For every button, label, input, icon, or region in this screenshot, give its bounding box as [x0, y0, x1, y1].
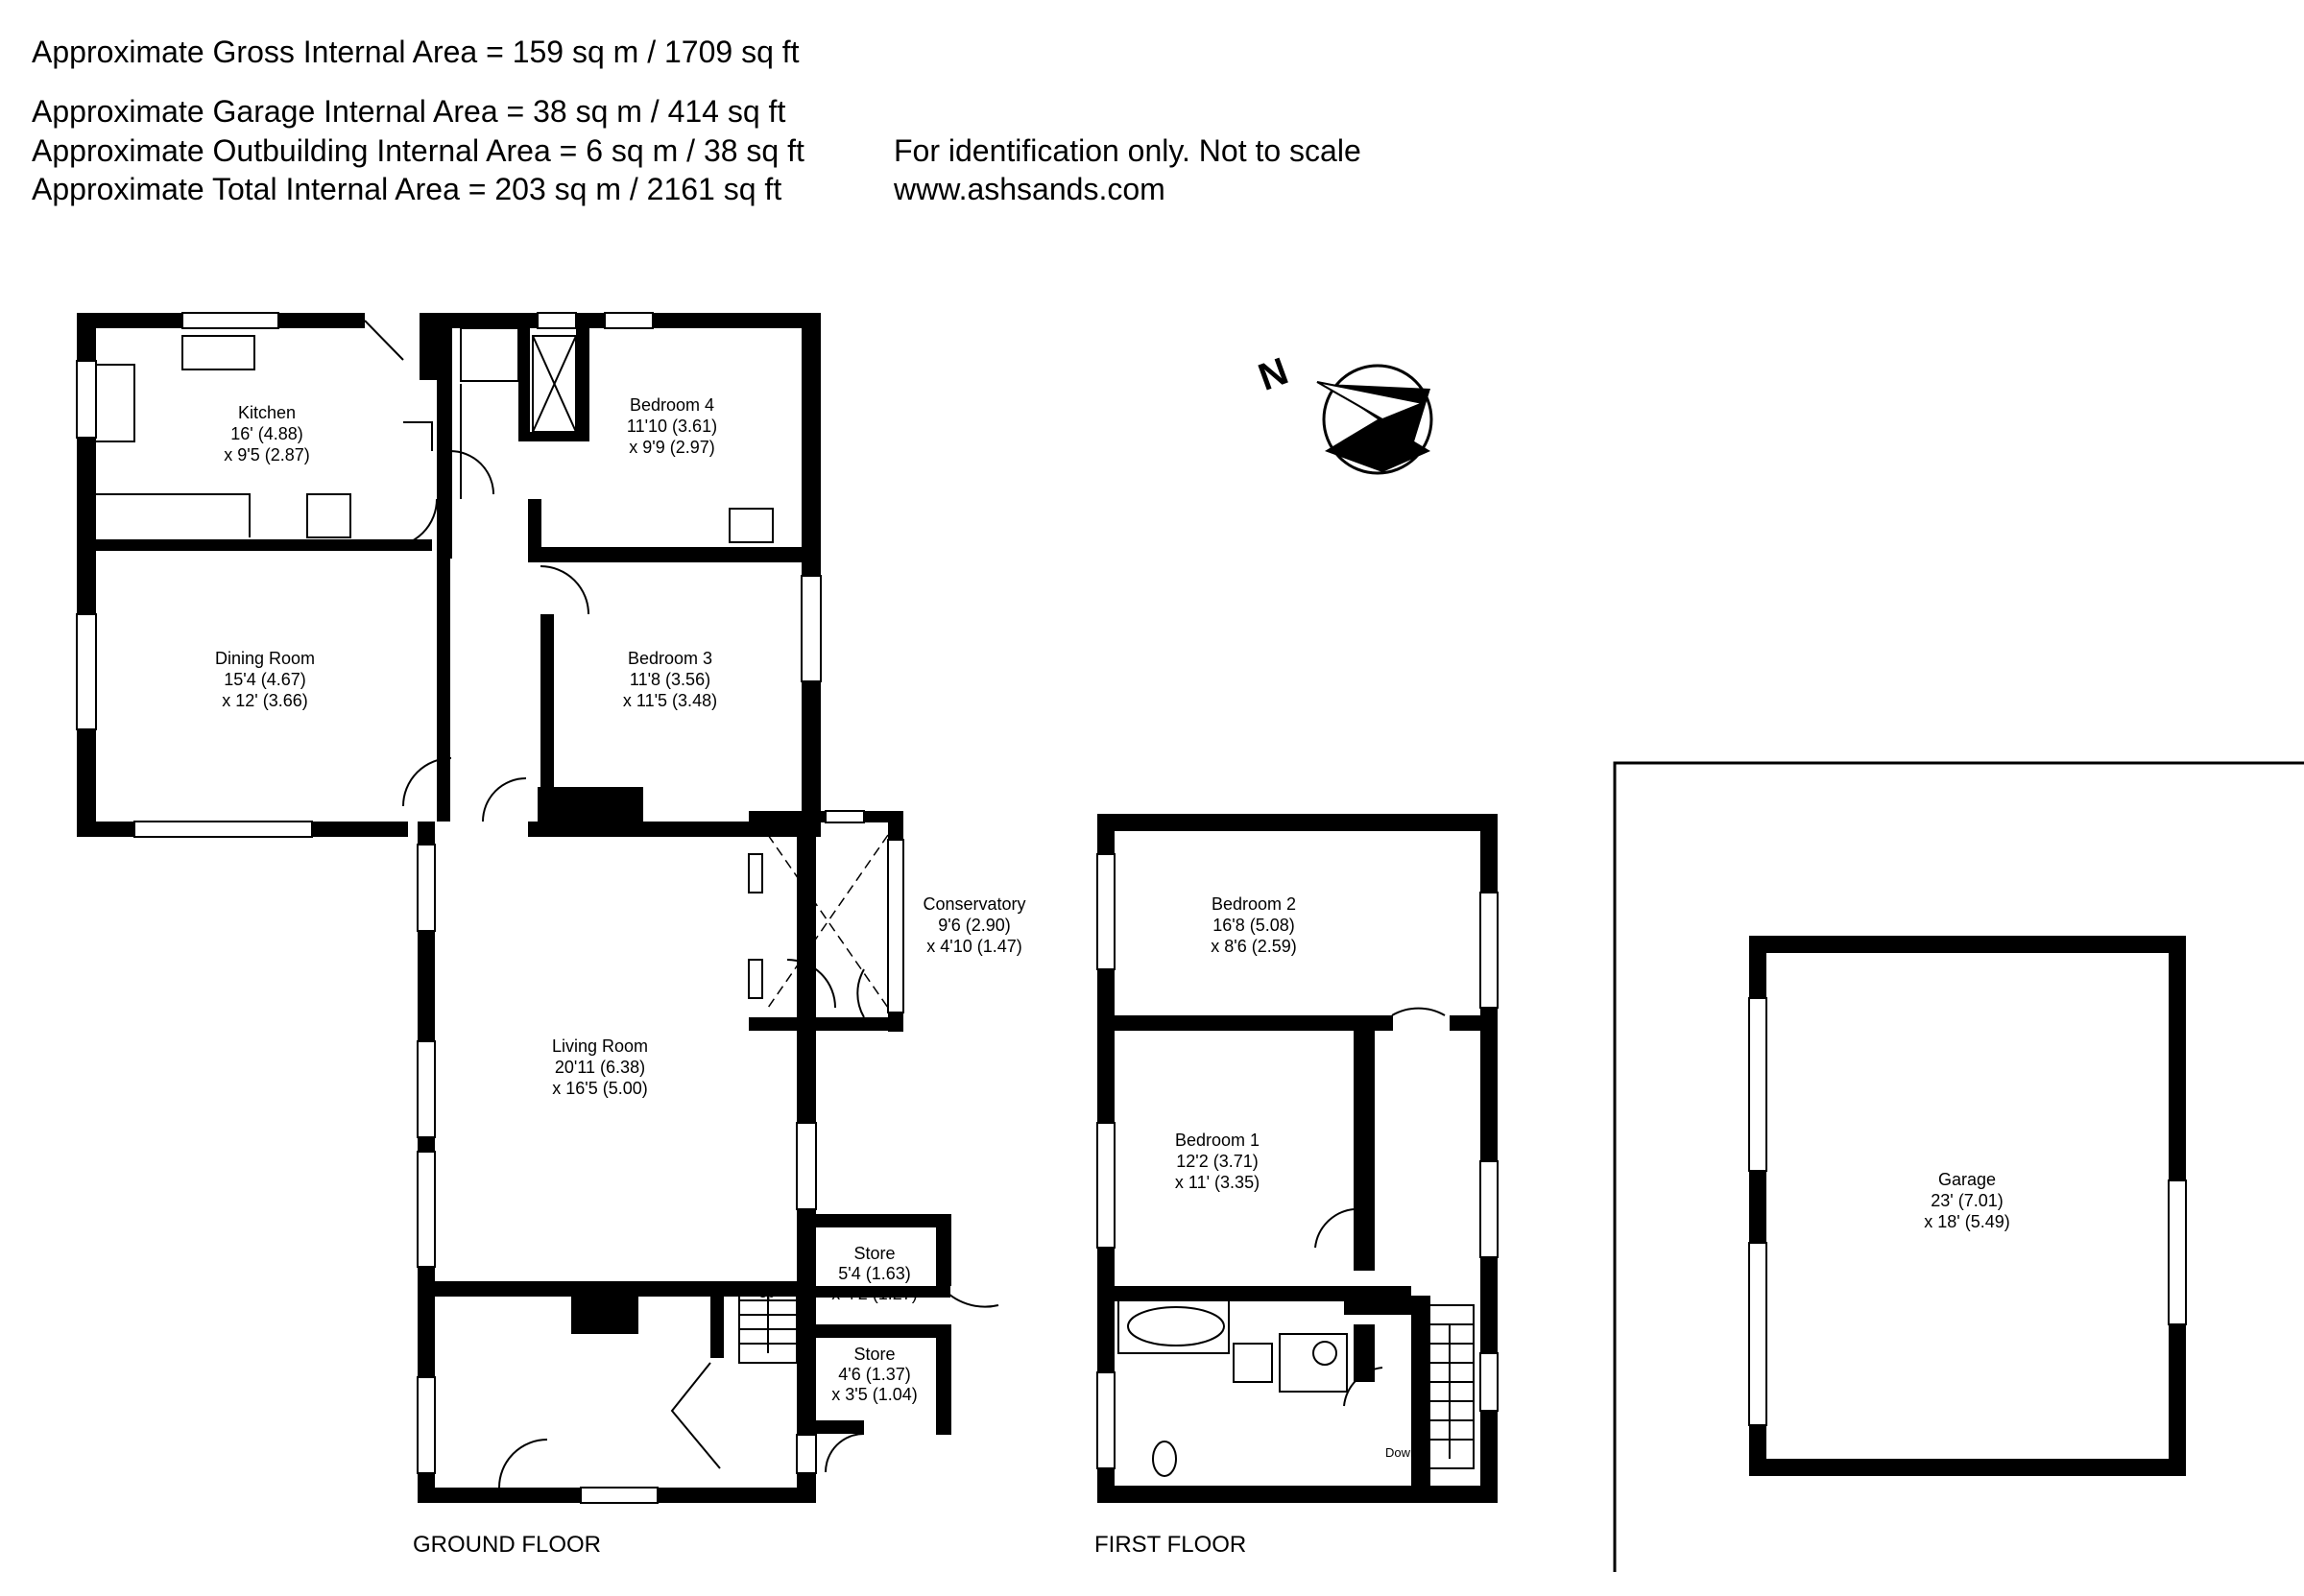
room-label-bedroom-1: Bedroom 1 12'2 (3.71) x 11' (3.35): [1175, 1131, 1260, 1192]
room-label-store-1: Store 5'4 (1.63) x 4'2 (1.27): [831, 1244, 917, 1303]
svg-text:Conservatory: Conservatory: [923, 894, 1025, 914]
svg-text:x 16'5 (5.00): x 16'5 (5.00): [552, 1079, 648, 1098]
gross-area-text: Approximate Gross Internal Area = 159 sq…: [32, 35, 800, 69]
compass-north-label: N: [1253, 350, 1293, 399]
conservatory-roof-lines: [767, 834, 889, 1009]
svg-text:x 18' (5.49): x 18' (5.49): [1924, 1212, 2009, 1231]
garage-plot-boundary: [1613, 761, 2304, 1572]
kitchen-fittings: [96, 327, 774, 543]
room-label-dining-room: Dining Room 15'4 (4.67) x 12' (3.66): [215, 649, 315, 710]
ground-floor-label: GROUND FLOOR: [413, 1532, 601, 1558]
room-label-kitchen: Kitchen 16' (4.88) x 9'5 (2.87): [224, 403, 309, 465]
first-floor-fittings: [1117, 1299, 1348, 1477]
stairs-up-label: Up: [758, 1286, 775, 1300]
svg-text:x 12' (3.66): x 12' (3.66): [222, 691, 307, 710]
svg-text:20'11 (6.38): 20'11 (6.38): [555, 1058, 645, 1077]
svg-text:x 9'9 (2.97): x 9'9 (2.97): [629, 438, 714, 457]
svg-text:11'10 (3.61): 11'10 (3.61): [627, 417, 717, 436]
svg-text:x 4'2 (1.27): x 4'2 (1.27): [831, 1284, 917, 1303]
room-label-bedroom-2: Bedroom 2 16'8 (5.08) x 8'6 (2.59): [1211, 894, 1296, 956]
ground-floor-doors: [364, 320, 999, 1489]
svg-text:Bedroom 4: Bedroom 4: [630, 395, 714, 415]
first-stairs: [1415, 1304, 1475, 1469]
svg-text:11'8 (3.56): 11'8 (3.56): [630, 670, 710, 689]
first-floor-doors: [1314, 1007, 1446, 1407]
garage-windows: [1748, 997, 2187, 1426]
first-floor-walls: [1097, 814, 1498, 1503]
svg-text:15'4 (4.67): 15'4 (4.67): [224, 670, 306, 689]
svg-text:5'4 (1.63): 5'4 (1.63): [838, 1264, 910, 1283]
room-label-bedroom-4: Bedroom 4 11'10 (3.61) x 9'9 (2.97): [627, 395, 717, 457]
garage-area-text: Approximate Garage Internal Area = 38 sq…: [32, 94, 786, 129]
svg-text:23' (7.01): 23' (7.01): [1931, 1191, 2003, 1210]
total-area-text: Approximate Total Internal Area = 203 sq…: [32, 172, 782, 206]
svg-text:Kitchen: Kitchen: [238, 403, 296, 422]
ground-floor-walls: [77, 313, 951, 1503]
website-text: www.ashsands.com: [894, 172, 1165, 206]
stairs-down-label: Down: [1385, 1445, 1417, 1460]
room-label-bedroom-3: Bedroom 3 11'8 (3.56) x 11'5 (3.48): [623, 649, 717, 710]
svg-text:Dining Room: Dining Room: [215, 649, 315, 668]
room-label-living-room: Living Room 20'11 (6.38) x 16'5 (5.00): [552, 1036, 648, 1098]
svg-text:x 3'5 (1.04): x 3'5 (1.04): [831, 1385, 917, 1404]
svg-text:12'2 (3.71): 12'2 (3.71): [1176, 1152, 1259, 1171]
ground-floor-windows: [76, 312, 904, 1504]
svg-text:Bedroom 2: Bedroom 2: [1212, 894, 1296, 914]
disclaimer-text: For identification only. Not to scale: [894, 133, 1361, 168]
svg-text:Garage: Garage: [1938, 1170, 1996, 1189]
first-floor-windows: [1096, 853, 1499, 1469]
svg-text:Living Room: Living Room: [552, 1036, 648, 1056]
svg-text:Store: Store: [853, 1244, 895, 1263]
svg-text:x 9'5 (2.87): x 9'5 (2.87): [224, 445, 309, 465]
svg-text:Bedroom 3: Bedroom 3: [628, 649, 712, 668]
first-floor-label: FIRST FLOOR: [1094, 1532, 1246, 1558]
room-label-store-2: Store 4'6 (1.37) x 3'5 (1.04): [831, 1345, 917, 1404]
svg-text:4'6 (1.37): 4'6 (1.37): [838, 1365, 910, 1384]
svg-text:16' (4.88): 16' (4.88): [230, 424, 302, 443]
svg-text:x 11'5 (3.48): x 11'5 (3.48): [623, 691, 717, 710]
room-label-garage: Garage 23' (7.01) x 18' (5.49): [1924, 1170, 2009, 1231]
svg-text:16'8 (5.08): 16'8 (5.08): [1212, 916, 1295, 935]
svg-text:Store: Store: [853, 1345, 895, 1364]
svg-text:x 4'10 (1.47): x 4'10 (1.47): [926, 937, 1022, 956]
outbuilding-area-text: Approximate Outbuilding Internal Area = …: [32, 133, 804, 168]
svg-text:x 8'6 (2.59): x 8'6 (2.59): [1211, 937, 1296, 956]
svg-text:Bedroom 1: Bedroom 1: [1175, 1131, 1260, 1150]
ground-stairs: [738, 1285, 798, 1364]
svg-text:9'6 (2.90): 9'6 (2.90): [938, 916, 1010, 935]
compass-icon: N: [1253, 350, 1433, 475]
svg-text:x 11' (3.35): x 11' (3.35): [1175, 1173, 1260, 1192]
room-label-conservatory: Conservatory 9'6 (2.90) x 4'10 (1.47): [923, 894, 1025, 956]
